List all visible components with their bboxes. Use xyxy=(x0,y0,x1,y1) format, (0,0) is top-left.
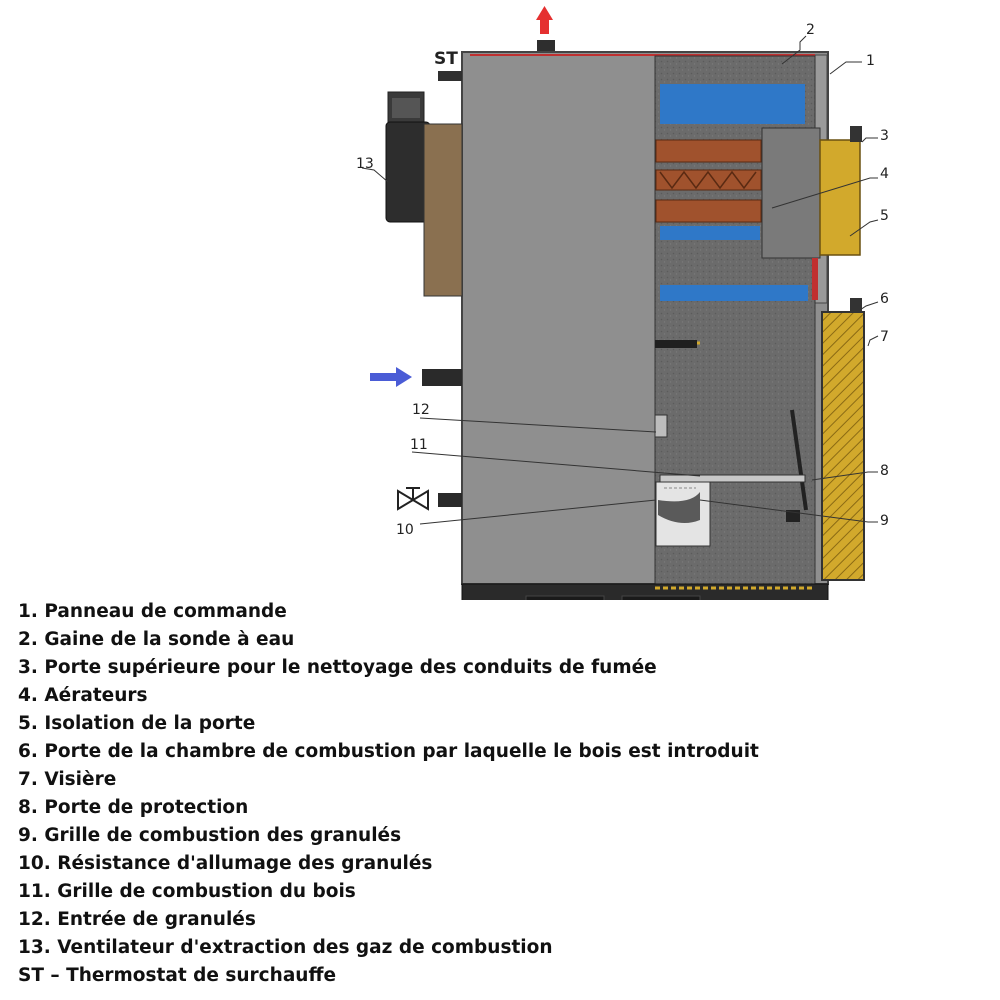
legend-item-6: 6. Porte de la chambre de combustion par… xyxy=(18,741,759,762)
cold-water-inlet-arrow xyxy=(370,367,412,387)
smoke-tubes xyxy=(655,139,762,223)
callout-1: 1 xyxy=(866,53,875,69)
upper-door-insulation xyxy=(819,139,861,256)
callout-12: 12 xyxy=(412,402,430,418)
callout-10: 10 xyxy=(396,522,414,538)
inlet-pipe xyxy=(422,369,462,386)
upper-door-red-seal xyxy=(812,258,818,300)
upper-cleaning-door-frame xyxy=(761,127,821,259)
legend-item-7: 7. Visière xyxy=(18,769,117,790)
legend-item-13: 13. Ventilateur d'extraction des gaz de … xyxy=(18,937,553,958)
water-jacket-mid xyxy=(660,226,760,240)
callout-5: 5 xyxy=(880,208,889,224)
legend-item-11: 11. Grille de combustion du bois xyxy=(18,881,356,902)
legend-list: 1. Panneau de commande 2. Gaine de la so… xyxy=(18,598,759,990)
callout-7: 7 xyxy=(880,329,889,345)
legend-item-8: 8. Porte de protection xyxy=(18,797,249,818)
legend-item-1: 1. Panneau de commande xyxy=(18,601,287,622)
legend-item-4: 4. Aérateurs xyxy=(18,685,148,706)
callout-8: 8 xyxy=(880,463,889,479)
legend-item-10: 10. Résistance d'allumage des granulés xyxy=(18,853,433,874)
legend-item-2: 2. Gaine de la sonde à eau xyxy=(18,629,295,650)
legend-item-5: 5. Isolation de la porte xyxy=(18,713,256,734)
legend-item-3: 3. Porte supérieure pour le nettoyage de… xyxy=(18,657,657,678)
legend-item-9: 9. Grille de combustion des granulés xyxy=(18,825,402,846)
legend-item-12: 12. Entrée de granulés xyxy=(18,909,256,930)
callout-st: ST xyxy=(434,49,458,69)
leader-lines xyxy=(361,35,879,525)
drain-pipe xyxy=(438,493,462,507)
hot-water-outlet-arrow xyxy=(536,6,553,34)
callout-13: 13 xyxy=(356,156,374,172)
protective-door xyxy=(790,409,808,511)
pellet-inlet xyxy=(654,414,668,438)
pellet-burner xyxy=(655,481,711,547)
combustion-door-insulation xyxy=(821,311,865,581)
upper-door-hinge xyxy=(850,126,862,142)
wood-combustion-grate xyxy=(659,474,806,483)
overheat-thermostat xyxy=(438,71,462,81)
callout-4: 4 xyxy=(880,166,889,182)
chamber-bracket xyxy=(655,340,697,348)
drain-valve-icon xyxy=(397,487,429,511)
legend-item-st: ST – Thermostat de surchauffe xyxy=(18,965,337,986)
callout-11: 11 xyxy=(410,437,428,453)
outlet-pipe xyxy=(537,40,555,54)
water-jacket-top xyxy=(660,84,805,124)
combustion-door-hinge xyxy=(850,298,862,312)
callout-6: 6 xyxy=(880,291,889,307)
extraction-fan xyxy=(385,91,463,297)
boiler-cross-section-diagram: 1 2 3 4 5 6 7 8 9 10 11 12 13 ST xyxy=(356,6,889,600)
callout-2: 2 xyxy=(806,22,815,38)
water-jacket-low xyxy=(660,285,808,301)
callout-3: 3 xyxy=(880,128,889,144)
callout-9: 9 xyxy=(880,513,889,529)
